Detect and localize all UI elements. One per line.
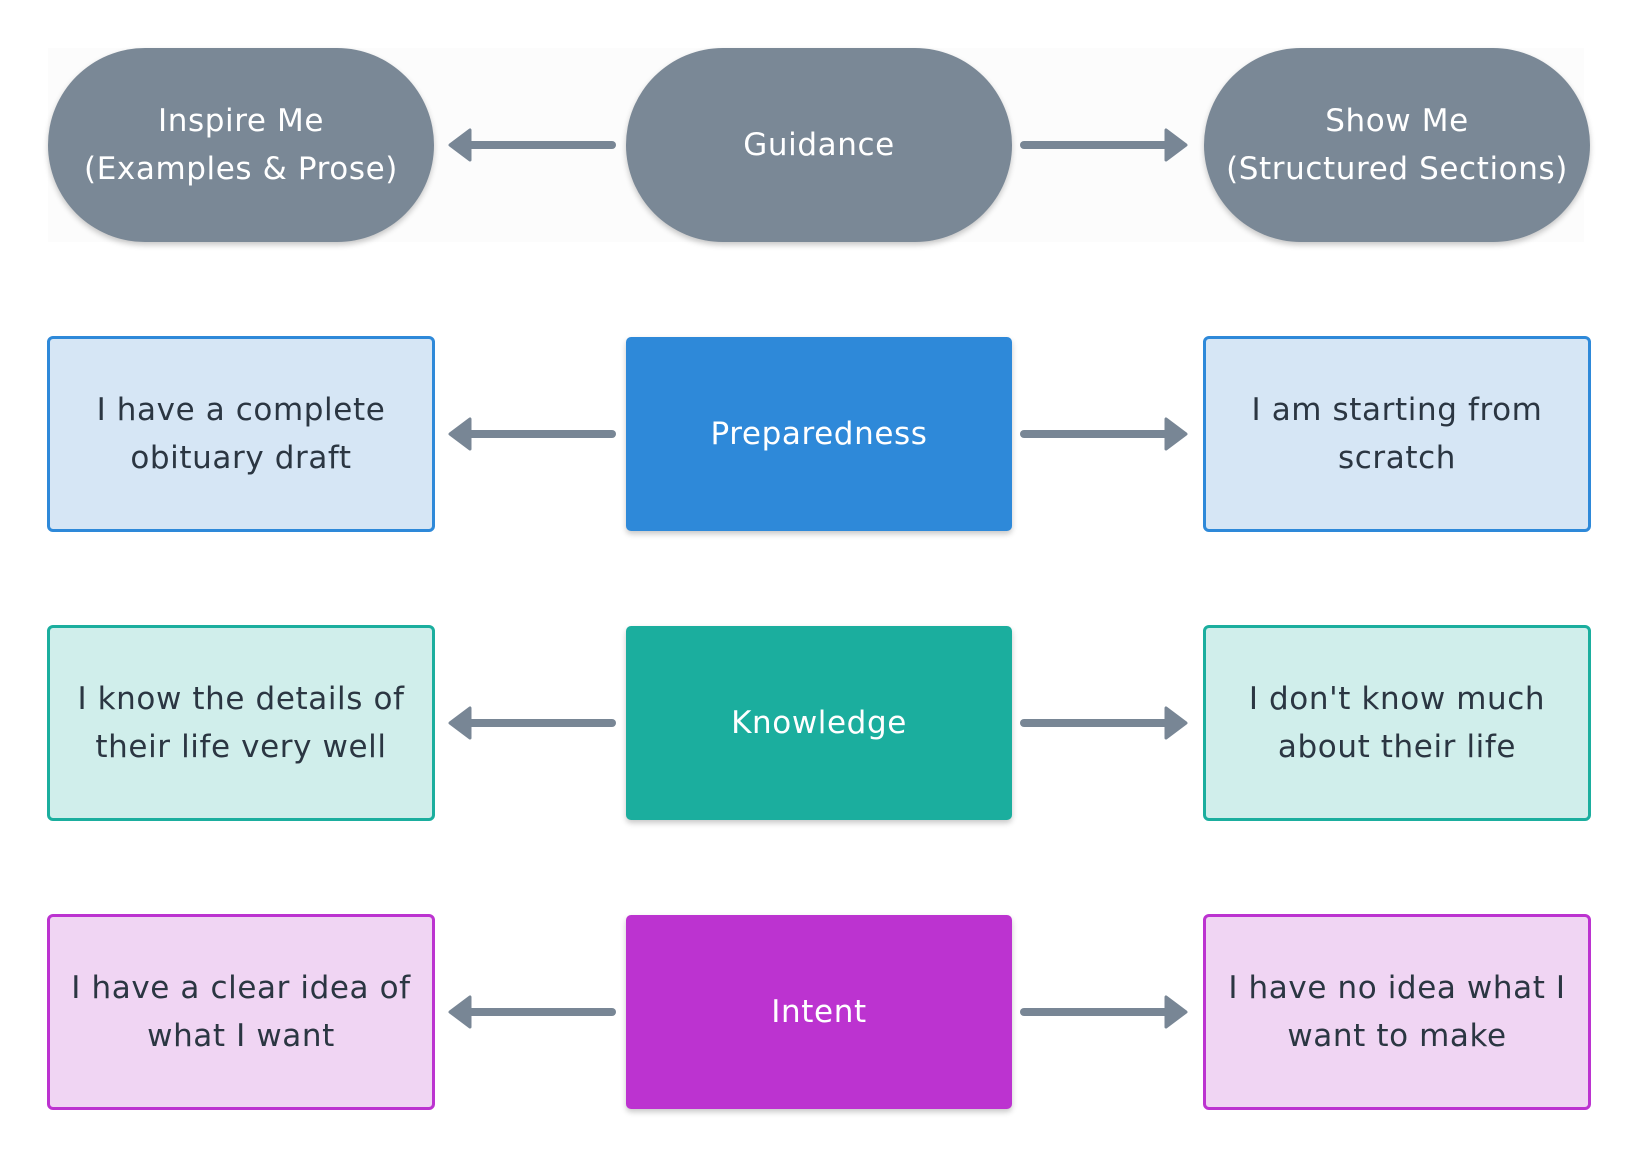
preparedness-left-arrow [448,417,616,451]
knowledge-left-arrow [448,706,616,740]
intent-left-node: I have a clear idea of what I want [47,914,435,1110]
preparedness-node: Preparedness [626,337,1012,531]
show-me-node: Show Me (Structured Sections) [1204,48,1590,242]
intent-right-node: I have no idea what I want to make [1203,914,1591,1110]
knowledge-right-node: I don't know much about their life [1203,625,1591,821]
intent-right-arrow [1020,995,1188,1029]
intent-left-arrow [448,995,616,1029]
guidance-node: Guidance [626,48,1012,242]
guidance-left-arrow [448,128,616,162]
knowledge-left-node: I know the details of their life very we… [47,625,435,821]
guidance-right-arrow [1020,128,1188,162]
preparedness-left-node: I have a complete obituary draft [47,336,435,532]
knowledge-node: Knowledge [626,626,1012,820]
intent-node: Intent [626,915,1012,1109]
inspire-me-node: Inspire Me (Examples & Prose) [48,48,434,242]
knowledge-right-arrow [1020,706,1188,740]
preparedness-right-node: I am starting from scratch [1203,336,1591,532]
preparedness-right-arrow [1020,417,1188,451]
